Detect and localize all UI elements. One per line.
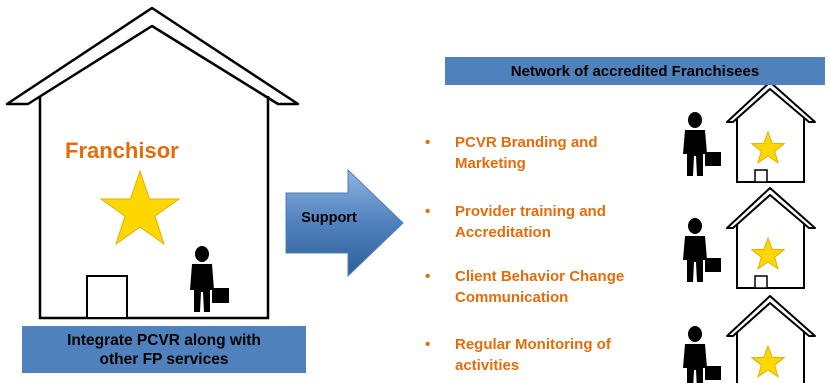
businessman-icon xyxy=(683,326,721,383)
door-icon xyxy=(86,275,128,319)
integrate-caption-box: Integrate PCVR along with other FP servi… xyxy=(22,326,306,373)
franchisee-house-icon xyxy=(726,81,816,183)
network-title: Network of accredited Franchisees xyxy=(510,62,760,80)
star-icon xyxy=(750,236,786,270)
list-item-line1: Client Behavior Change xyxy=(455,268,625,285)
franchisor-label: Franchisor xyxy=(65,138,179,163)
list-item-line2: Communication xyxy=(455,289,569,306)
door-icon xyxy=(754,169,768,183)
star-icon xyxy=(99,169,181,246)
list-item-line2: activities xyxy=(455,357,520,374)
list-item-line1: Regular Monitoring of xyxy=(455,336,611,353)
businessman-icon xyxy=(190,246,229,312)
businessman-icon xyxy=(683,112,721,176)
integrate-caption-line1: Integrate PCVR along with xyxy=(67,331,261,349)
list-item-line2: Marketing xyxy=(455,155,526,172)
businessman-icon xyxy=(683,218,721,282)
star-icon xyxy=(750,130,786,164)
door-icon xyxy=(754,275,768,289)
support-arrow-icon xyxy=(285,168,404,278)
bullet-icon: • xyxy=(425,134,431,151)
franchisee-house-icon xyxy=(726,295,816,383)
franchisee-house-icon xyxy=(726,187,816,289)
support-label: Support xyxy=(301,210,357,226)
list-item-line1: Provider training and xyxy=(455,203,606,220)
integrate-caption-line2: other FP services xyxy=(99,350,229,368)
list-item-line2: Accreditation xyxy=(455,224,551,241)
star-icon xyxy=(750,344,786,378)
bullet-icon: • xyxy=(425,336,431,353)
network-title-box: Network of accredited Franchisees xyxy=(445,57,825,85)
list-item-line1: PCVR Branding and xyxy=(455,134,598,151)
franchisor-house-icon xyxy=(5,6,300,320)
bullet-icon: • xyxy=(425,203,431,220)
bullet-icon: • xyxy=(425,268,431,285)
